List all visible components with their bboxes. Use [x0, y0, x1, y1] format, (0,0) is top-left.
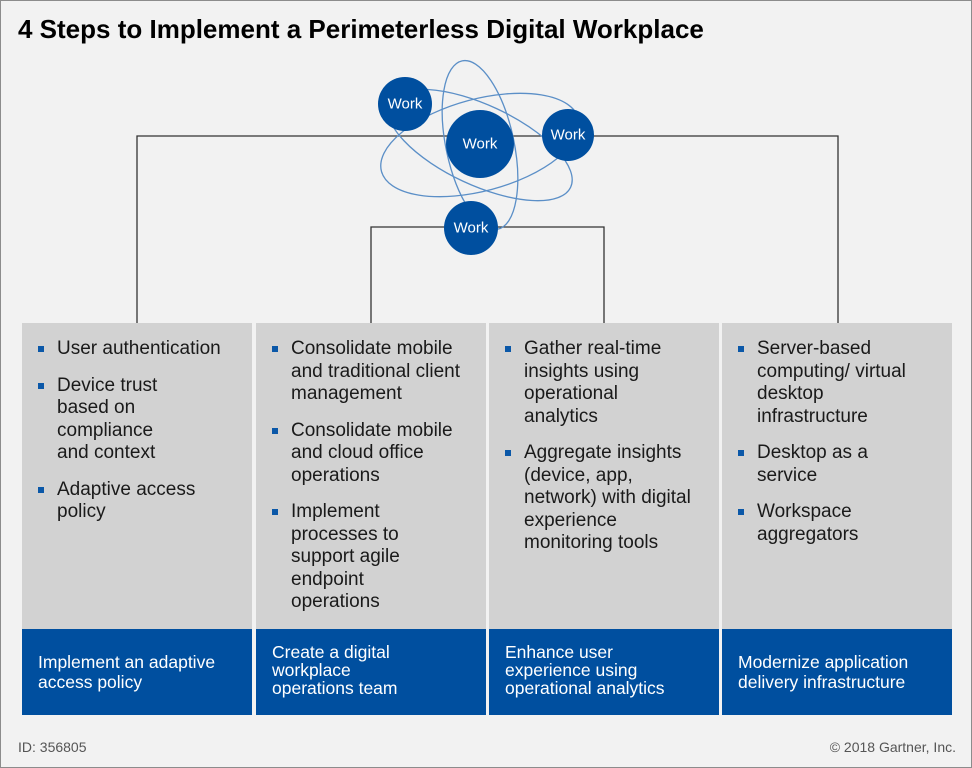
bullet-list: Gather real-time insights using operatio…	[489, 323, 719, 555]
bullet-text: Desktop as a service	[757, 442, 868, 486]
step-title: Create a digital workplace operations te…	[272, 642, 398, 698]
bullet-item: Implement processes to support agile end…	[272, 501, 476, 614]
bullet-list: Consolidate mobile and traditional clien…	[256, 323, 486, 614]
bullet-list: Server-based computing/ virtual desktop …	[722, 323, 952, 546]
bullet-icon	[738, 450, 744, 456]
bullet-icon	[38, 346, 44, 352]
step-column-1: User authentication Device trust based o…	[22, 323, 252, 715]
bullet-text: Implement processes to support agile end…	[291, 501, 400, 612]
step-column-footer: Modernize application delivery infrastru…	[722, 629, 952, 715]
work-node-bottom: Work	[444, 201, 498, 255]
connector-diagram: Work Work Work Work	[136, 59, 839, 323]
step-column-body: Server-based computing/ virtual desktop …	[722, 323, 952, 629]
step-column-body: User authentication Device trust based o…	[22, 323, 252, 629]
step-column-footer: Implement an adaptive access policy	[22, 629, 252, 715]
step-column-footer: Create a digital workplace operations te…	[256, 629, 486, 715]
bullet-item: Adaptive access policy	[38, 478, 242, 524]
bullet-item: Desktop as a service	[738, 442, 942, 487]
work-node-label: Work	[463, 136, 498, 153]
work-node-label: Work	[454, 220, 489, 237]
bullet-item: Consolidate mobile and traditional clien…	[272, 338, 476, 406]
figure-title: 4 Steps to Implement a Perimeterless Dig…	[18, 14, 704, 44]
bullet-item: Consolidate mobile and cloud office oper…	[272, 419, 476, 488]
bullet-icon	[272, 346, 278, 352]
step-column-footer: Enhance user experience using operationa…	[489, 629, 719, 715]
bullet-item: Device trust based on compliance and con…	[38, 374, 242, 465]
bullet-item: Workspace aggregators	[738, 501, 942, 546]
step-column-body: Consolidate mobile and traditional clien…	[256, 323, 486, 629]
step-title: Implement an adaptive access policy	[38, 652, 216, 692]
bullet-icon	[738, 346, 744, 352]
bullet-item: User authentication	[38, 338, 242, 361]
copyright-notice: © 2018 Gartner, Inc.	[829, 739, 956, 755]
step-column-body: Gather real-time insights using operatio…	[489, 323, 719, 629]
work-node-right: Work	[542, 109, 594, 161]
step-title: Modernize application delivery infrastru…	[738, 652, 909, 692]
step-column-2: Consolidate mobile and traditional clien…	[256, 323, 486, 715]
bullet-text: Device trust based on compliance and con…	[57, 374, 158, 464]
work-node-top-left: Work	[378, 77, 432, 131]
work-node-center: Work	[446, 110, 514, 178]
step-column-3: Gather real-time insights using operatio…	[489, 323, 719, 715]
bullet-item: Server-based computing/ virtual desktop …	[738, 338, 942, 428]
bullet-icon	[272, 509, 278, 515]
bullet-item: Gather real-time insights using operatio…	[505, 338, 709, 428]
work-node-label: Work	[551, 127, 586, 144]
work-node-label: Work	[388, 96, 423, 113]
step-column-4: Server-based computing/ virtual desktop …	[722, 323, 952, 715]
bullet-text: Adaptive access policy	[57, 478, 196, 523]
bullet-text: User authentication	[57, 338, 221, 359]
step-title: Enhance user experience using operationa…	[505, 642, 665, 698]
bullet-icon	[38, 382, 44, 389]
bullet-text: Consolidate mobile and cloud office oper…	[291, 419, 453, 486]
bullet-icon	[272, 427, 278, 434]
bullet-text: Workspace aggregators	[757, 501, 859, 545]
bullet-icon	[738, 509, 744, 515]
bullet-icon	[38, 486, 44, 493]
bullet-text: Gather real-time insights using operatio…	[524, 338, 662, 427]
document-id: ID: 356805	[18, 739, 87, 755]
bullet-text: Server-based computing/ virtual desktop …	[757, 338, 906, 427]
bullet-icon	[505, 346, 511, 352]
bullet-text: Aggregate insights (device, app, network…	[524, 442, 691, 553]
bullet-item: Aggregate insights (device, app, network…	[505, 442, 709, 555]
bullet-icon	[505, 450, 511, 456]
bullet-text: Consolidate mobile and traditional clien…	[291, 338, 460, 404]
bullet-list: User authentication Device trust based o…	[22, 323, 252, 524]
